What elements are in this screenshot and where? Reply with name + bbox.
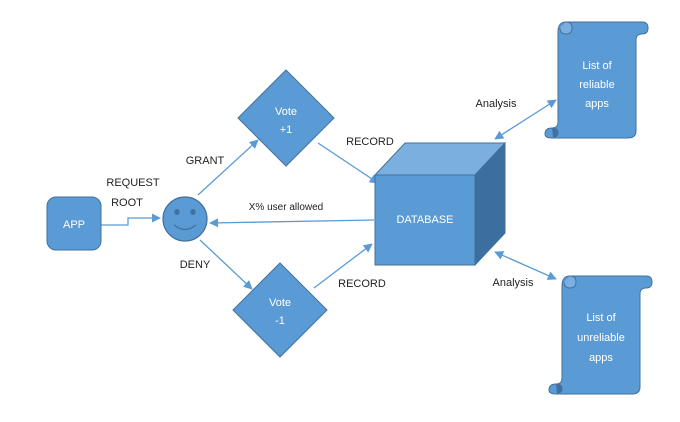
database-label: DATABASE bbox=[396, 214, 453, 226]
unreliable-line2: unreliable bbox=[577, 332, 625, 344]
unreliable-line1: List of bbox=[586, 312, 616, 324]
analysis-bottom-label: Analysis bbox=[493, 277, 534, 289]
vote-up-node: Vote +1 bbox=[237, 69, 335, 167]
vote-up-value: +1 bbox=[280, 124, 293, 136]
analysis-bottom-arrow bbox=[494, 251, 557, 280]
reliable-line1: List of bbox=[582, 60, 612, 72]
record-top-arrow bbox=[317, 142, 379, 184]
grant-label: GRANT bbox=[186, 155, 225, 167]
grant-arrow bbox=[197, 139, 259, 196]
reliable-line2: reliable bbox=[579, 79, 614, 91]
vote-down-value: -1 bbox=[275, 315, 285, 327]
analysis-top-arrow bbox=[494, 99, 557, 140]
record-top-label: RECORD bbox=[346, 136, 394, 148]
vote-down-label: Vote bbox=[269, 297, 291, 309]
vote-down-node: Vote -1 bbox=[232, 262, 328, 358]
vote-up-label: Vote bbox=[275, 106, 297, 118]
allowed-arrow bbox=[209, 218, 375, 228]
smiley-face-icon bbox=[162, 196, 208, 242]
app-node: APP bbox=[46, 196, 102, 251]
app-to-smiley-connector bbox=[101, 213, 161, 226]
allowed-label: X% user allowed bbox=[249, 202, 323, 213]
unreliable-apps-scroll: List of unreliable apps bbox=[548, 275, 653, 395]
app-label: APP bbox=[63, 219, 85, 231]
reliable-apps-scroll: List of reliable apps bbox=[544, 21, 649, 139]
analysis-top-label: Analysis bbox=[476, 98, 517, 110]
deny-label: DENY bbox=[180, 259, 211, 271]
record-bottom-label: RECORD bbox=[338, 278, 386, 290]
database-node: DATABASE bbox=[373, 141, 507, 267]
root-label: ROOT bbox=[111, 197, 143, 209]
deny-arrow bbox=[199, 239, 253, 290]
unreliable-line3: apps bbox=[589, 352, 613, 364]
record-bottom-arrow bbox=[313, 243, 373, 289]
reliable-line3: apps bbox=[585, 98, 609, 110]
request-label: REQUEST bbox=[106, 177, 159, 189]
